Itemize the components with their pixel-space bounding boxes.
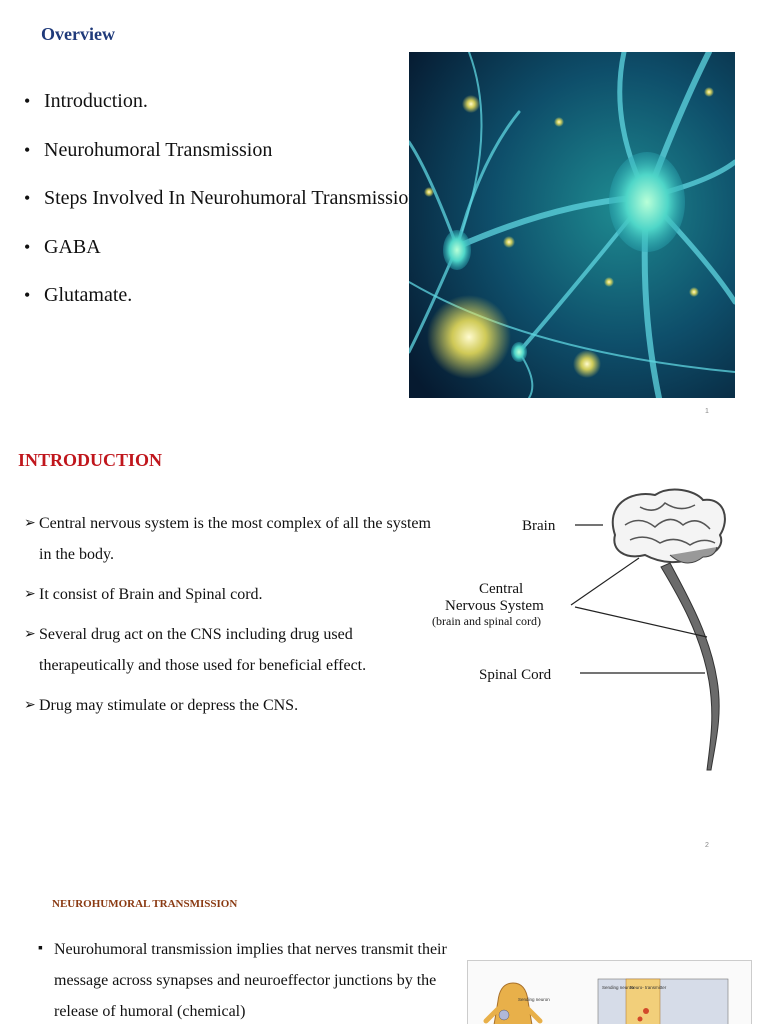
list-item: Neurohumoral transmission implies that n… bbox=[38, 933, 458, 1024]
neuron-image bbox=[409, 52, 735, 398]
cns-diagram: Brain Central Nervous System (brain and … bbox=[432, 488, 726, 771]
list-item: It consist of Brain and Spinal cord. bbox=[24, 579, 434, 610]
list-item: GABA bbox=[24, 232, 424, 281]
introduction-bullet-list: Central nervous system is the most compl… bbox=[24, 508, 434, 730]
slide-introduction: INTRODUCTION Central nervous system is t… bbox=[0, 430, 768, 860]
slide-title: NEUROHUMORAL TRANSMISSION bbox=[52, 898, 238, 910]
spinal-cord-icon bbox=[660, 562, 720, 771]
overview-bullet-list: Introduction. Neurohumoral Transmission … bbox=[24, 86, 424, 329]
list-item: Several drug act on the CNS including dr… bbox=[24, 619, 434, 681]
neurohumoral-bullet-list: Neurohumoral transmission implies that n… bbox=[38, 933, 458, 1024]
slide-overview: Overview Introduction. Neurohumoral Tran… bbox=[0, 0, 768, 430]
cns-label: Central bbox=[479, 581, 523, 597]
spinal-cord-label: Spinal Cord bbox=[479, 667, 552, 683]
brain-label: Brain bbox=[522, 518, 556, 534]
slide-title: Overview bbox=[41, 24, 115, 44]
list-item: Drug may stimulate or depress the CNS. bbox=[24, 690, 434, 721]
slide-neurohumoral-transmission: NEUROHUMORAL TRANSMISSION Neurohumoral t… bbox=[0, 860, 768, 1024]
cns-label: Nervous System bbox=[445, 598, 544, 614]
list-item: Steps Involved In Neurohumoral Transmiss… bbox=[24, 183, 424, 232]
sending-neuron-label: Sending neuron bbox=[602, 985, 634, 990]
page-number: 1 bbox=[705, 408, 709, 415]
cns-sublabel: (brain and spinal cord) bbox=[432, 614, 541, 628]
synapse-diagram: Sending neuron Sending neuron Neuro- tra… bbox=[467, 960, 752, 1024]
brain-icon bbox=[611, 488, 726, 564]
slide-title: INTRODUCTION bbox=[18, 450, 163, 470]
sending-neuron-label: Sending neuron bbox=[518, 997, 550, 1002]
list-item: Glutamate. bbox=[24, 280, 424, 329]
page-number: 2 bbox=[705, 842, 709, 849]
list-item: Central nervous system is the most compl… bbox=[24, 508, 434, 570]
list-item: Introduction. bbox=[24, 86, 424, 135]
neurotransmitter-label: Neuro- transmitter bbox=[630, 985, 667, 990]
list-item: Neurohumoral Transmission bbox=[24, 135, 424, 184]
